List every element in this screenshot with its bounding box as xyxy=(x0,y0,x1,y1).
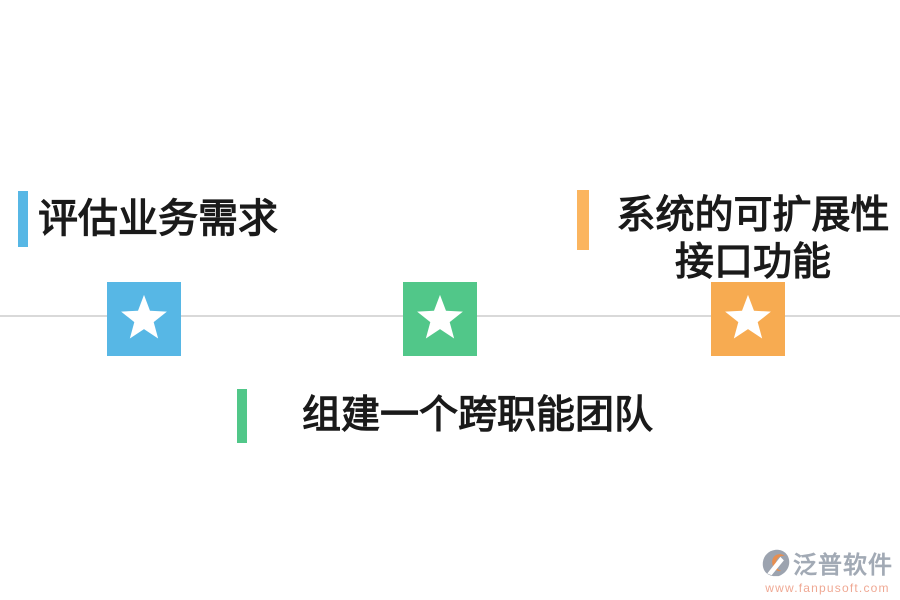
callout-text-line1: 系统的可扩展性 xyxy=(616,194,890,237)
accent-bar-orange xyxy=(577,190,589,250)
watermark-brand: 泛普软件 xyxy=(793,552,893,579)
timeline-marker-3 xyxy=(711,282,785,356)
star-icon xyxy=(121,294,167,339)
timeline-marker-2 xyxy=(403,282,477,356)
timeline-marker-1 xyxy=(107,282,181,356)
fanpu-logo-icon xyxy=(762,549,790,576)
accent-bar-green xyxy=(237,389,247,443)
callout-text-line2: 接口功能 xyxy=(674,241,831,284)
star-icon xyxy=(417,294,463,339)
watermark: 泛普软件 www.fanpusoft.com xyxy=(762,545,893,595)
callout-text: 组建一个跨职能团队 xyxy=(302,394,654,437)
callout-text: 评估业务需求 xyxy=(38,197,278,241)
star-icon xyxy=(725,294,771,339)
watermark-url: www.fanpusoft.com xyxy=(765,581,890,595)
watermark-row: 泛普软件 xyxy=(762,545,893,580)
accent-bar-blue xyxy=(18,191,28,247)
callout-text-group: 系统的可扩展性 接口功能 xyxy=(603,192,900,286)
